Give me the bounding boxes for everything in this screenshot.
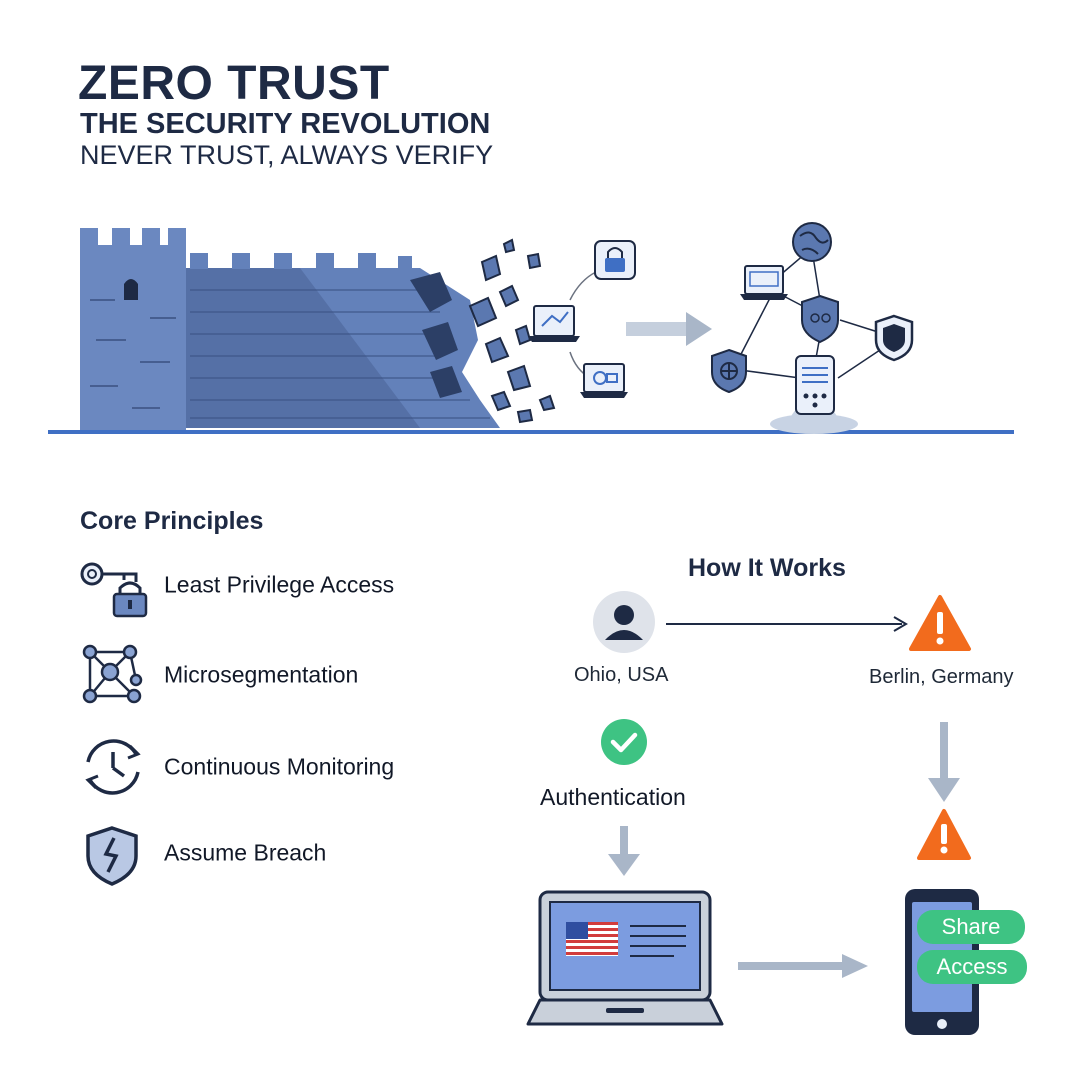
share-button[interactable]: Share xyxy=(917,910,1025,944)
principle-continuous-monitoring: Continuous Monitoring xyxy=(78,732,498,802)
padlock-device-icon xyxy=(569,240,636,301)
clock-cycle-icon xyxy=(85,739,141,795)
principle-least-privilege: Least Privilege Access xyxy=(78,550,498,620)
castle-wall-icon xyxy=(80,228,556,430)
right-arrow-icon xyxy=(738,954,868,978)
core-principles-title: Core Principles xyxy=(80,507,264,535)
globe-node-icon xyxy=(792,222,832,262)
us-flag-icon xyxy=(566,922,618,956)
travel-arrow-icon xyxy=(666,616,908,632)
down-arrow-icon xyxy=(608,826,640,876)
left-shield-icon xyxy=(711,348,747,394)
laptop-icon xyxy=(526,890,724,1026)
authentication-label: Authentication xyxy=(540,784,686,810)
right-shield-icon xyxy=(874,314,914,362)
principle-label: Microsegmentation xyxy=(164,661,359,688)
origin-location-label: Ohio, USA xyxy=(574,664,669,686)
how-it-works-title: How It Works xyxy=(688,554,846,582)
laptop-device-icon xyxy=(528,305,591,379)
principle-label: Least Privilege Access xyxy=(164,571,395,598)
network-laptop-icon xyxy=(740,265,788,300)
remote-location-label: Berlin, Germany xyxy=(869,666,1014,688)
network-tablet-icon xyxy=(770,355,858,434)
down-arrow-icon xyxy=(928,722,960,802)
principle-label: Continuous Monitoring xyxy=(164,753,395,780)
broken-shield-icon xyxy=(86,826,138,886)
access-button[interactable]: Access xyxy=(917,950,1027,984)
transition-arrow-icon xyxy=(626,312,712,346)
small-laptop-device-icon xyxy=(580,363,628,398)
network-segments-icon xyxy=(82,644,143,704)
principle-microsegmentation: Microsegmentation xyxy=(78,640,498,710)
network-shield-icon xyxy=(801,294,839,344)
page-tagline: NEVER TRUST, ALWAYS VERIFY xyxy=(80,140,494,170)
key-lock-icon xyxy=(80,562,148,618)
warning-icon xyxy=(909,595,971,651)
warning-icon xyxy=(917,809,971,860)
principle-assume-breach: Assume Breach xyxy=(78,818,498,888)
user-avatar-icon xyxy=(593,591,655,653)
principle-label: Assume Breach xyxy=(164,839,327,866)
page-subtitle: THE SECURITY REVOLUTION xyxy=(80,108,491,140)
check-circle-icon xyxy=(601,719,647,765)
page-title: ZERO TRUST xyxy=(78,57,390,110)
hero-illustration xyxy=(48,222,1014,434)
